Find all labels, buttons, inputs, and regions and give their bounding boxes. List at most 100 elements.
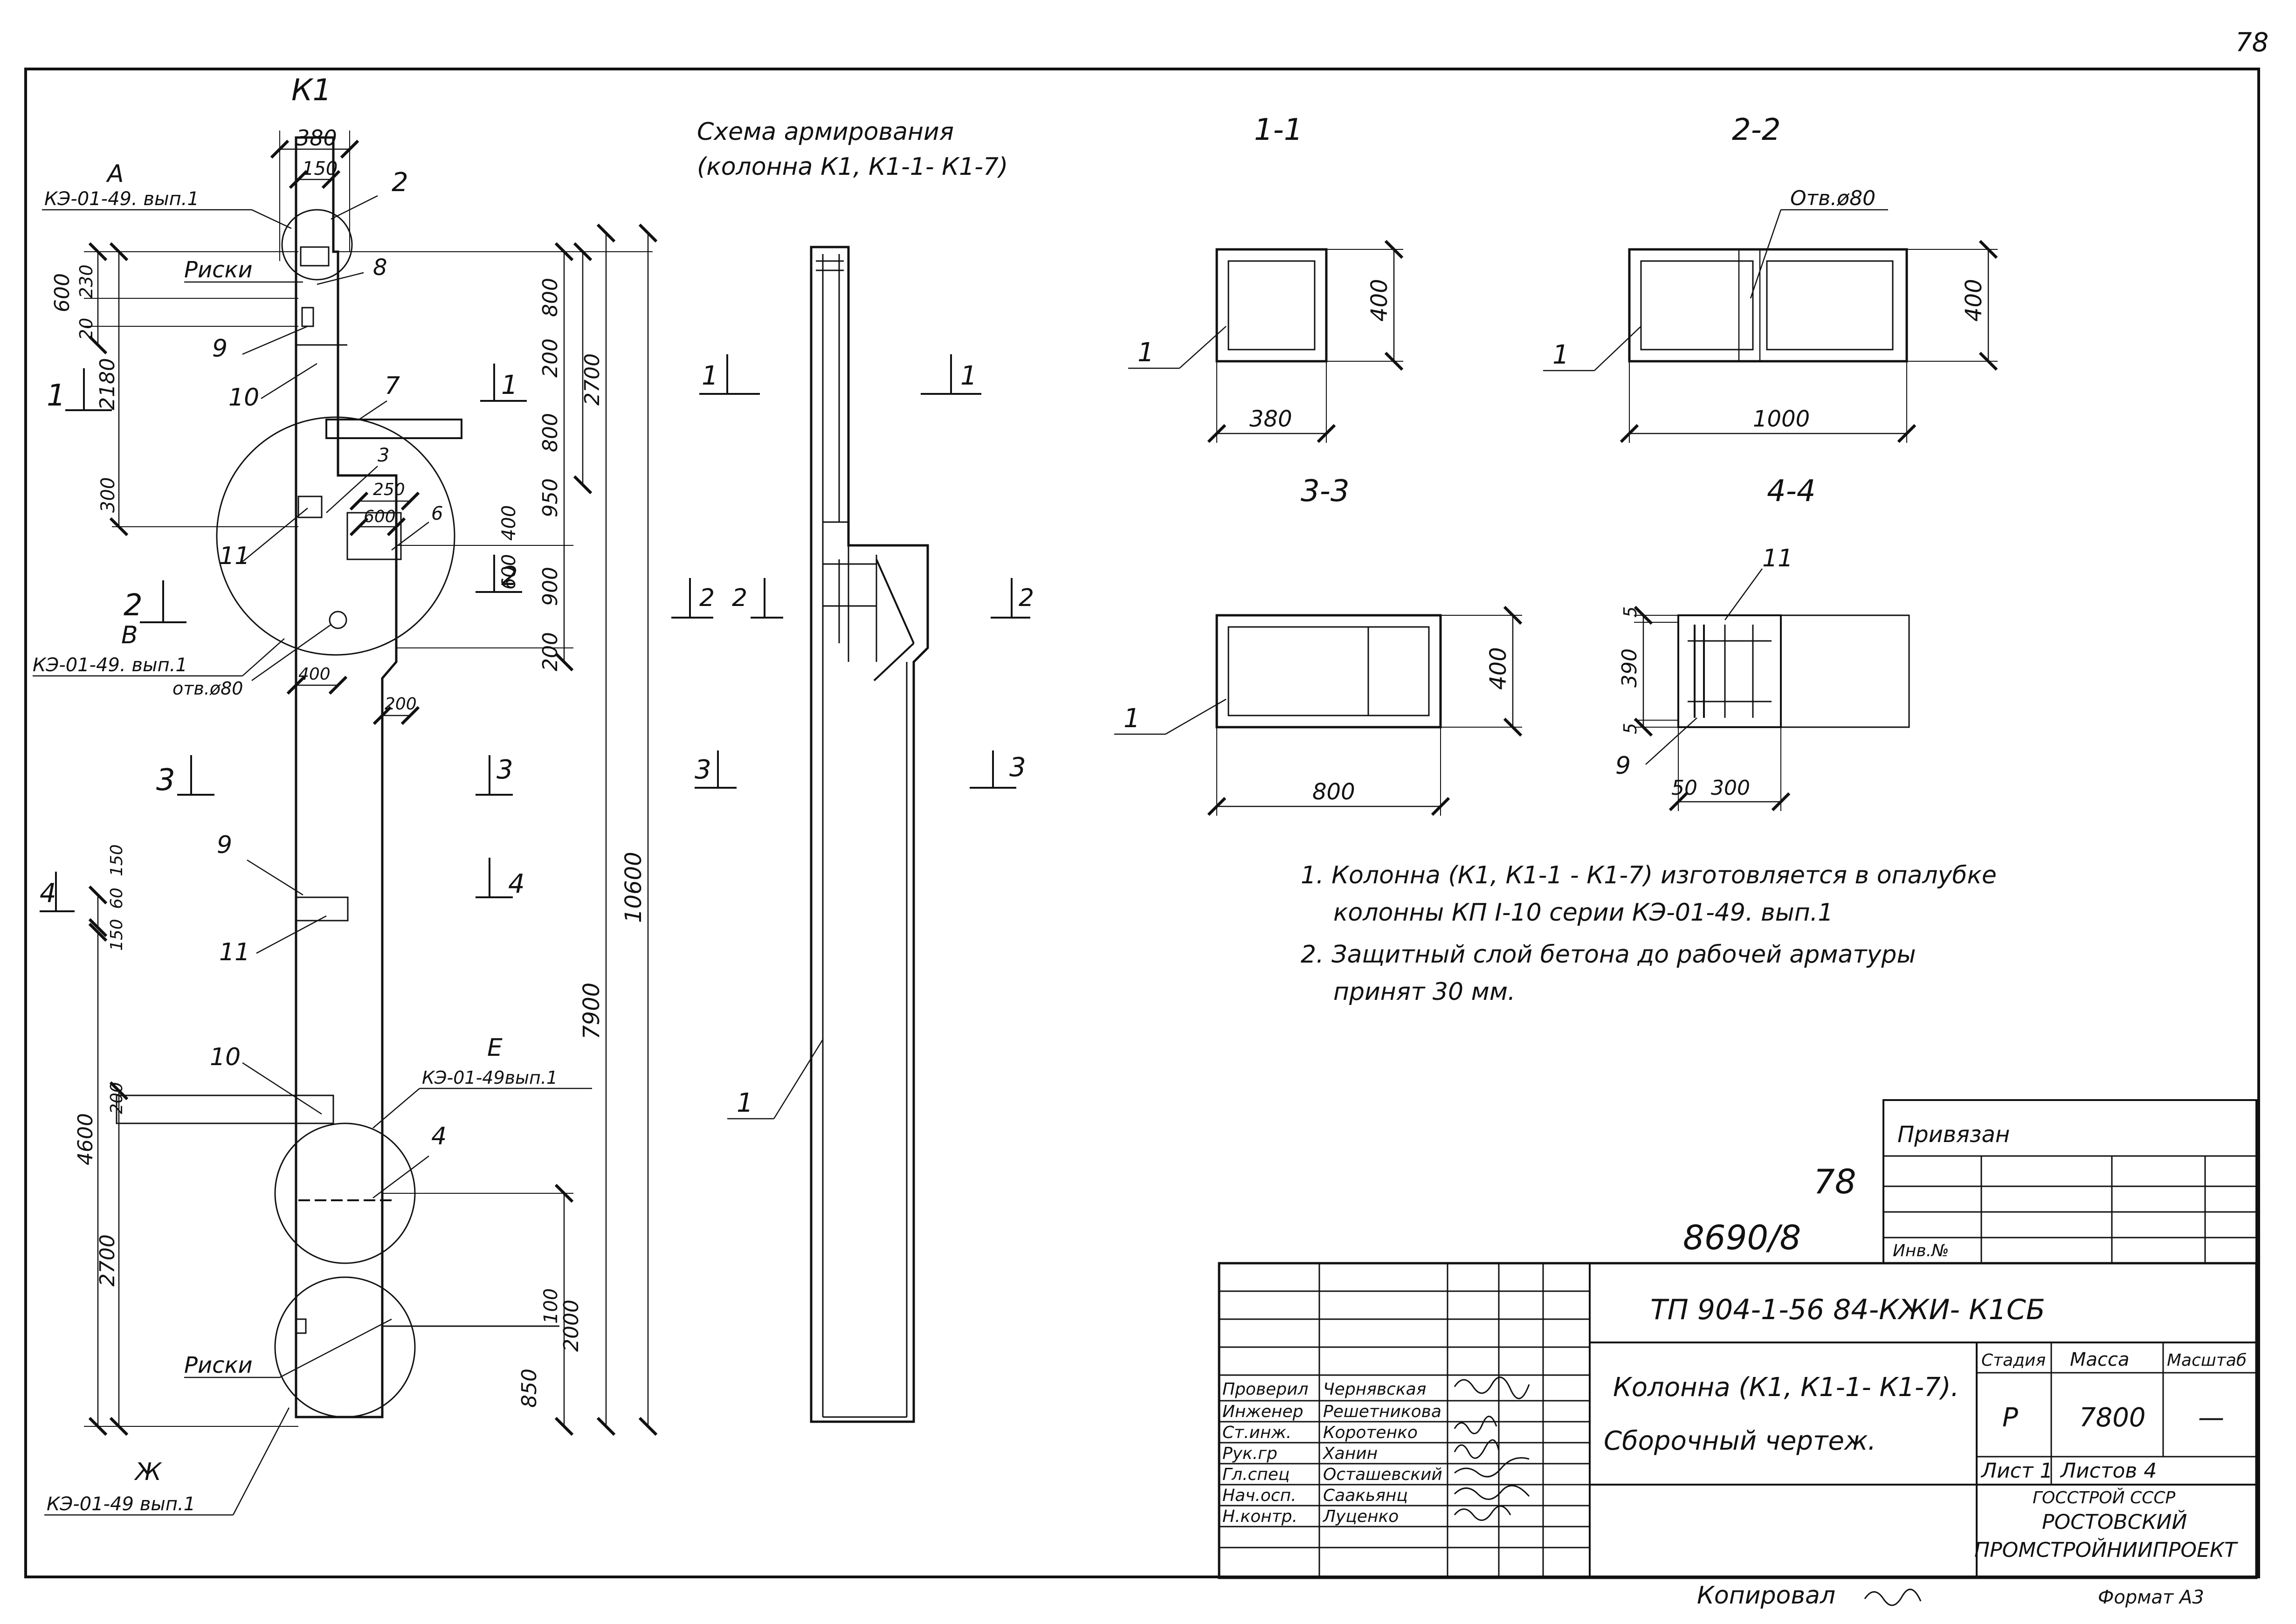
sheet-number: Лист 1	[1980, 1459, 2053, 1483]
linked-label: Привязан	[1897, 1122, 2010, 1148]
leader	[1179, 326, 1227, 369]
leader	[372, 1088, 420, 1129]
section-2-2-cage-left	[1640, 260, 1754, 351]
signature-name: Осташевский	[1323, 1465, 1442, 1484]
dim-inner: 200	[385, 695, 417, 714]
org-line-1: ГОССТРОЙ СССР	[2033, 1488, 2175, 1507]
section-1-1-cage	[1227, 260, 1316, 351]
k1-hole	[329, 611, 347, 629]
k1-embed-2	[300, 246, 330, 267]
k1-tick-mark	[296, 1318, 307, 1334]
leader	[251, 209, 292, 229]
dim-left: 600	[50, 273, 74, 312]
section-4-4: 4-4 5 390 5 50 300 11 9	[1615, 474, 1910, 812]
signature-name: Ханин	[1322, 1444, 1378, 1463]
dim-right: 950	[538, 478, 562, 517]
scheme-section-mark: 1	[702, 361, 718, 391]
callout: 10	[210, 1043, 241, 1071]
ticks-label: Риски	[184, 257, 253, 283]
dim-left: 2700	[96, 1234, 119, 1287]
signature-role: Гл.спец	[1222, 1465, 1290, 1484]
copied-signature	[1864, 1589, 1922, 1606]
section-4-4-dim-h: 300	[1711, 776, 1750, 800]
section-mark: 4	[508, 869, 525, 899]
callout: 11	[219, 542, 250, 570]
dim-right: 2000	[559, 1300, 583, 1352]
section-2-2-callout: 1	[1552, 340, 1569, 370]
mass-value: 7800	[2079, 1403, 2146, 1433]
handwritten-number: 78	[1813, 1162, 1856, 1201]
dim-right: 800	[538, 278, 562, 317]
dim-right: 200	[538, 338, 562, 378]
ticks-label-2: Риски	[184, 1352, 253, 1378]
dim-right: 200	[538, 632, 562, 671]
k1-embed-8	[301, 307, 314, 327]
dim-right: 2700	[580, 353, 604, 406]
leader	[1645, 717, 1697, 765]
k1-section-marks: 1 1 2 2 3 3 4 4	[40, 364, 527, 912]
node-a-letter: А	[106, 160, 124, 188]
scheme-title-2: (колонна К1, К1-1- К1-7)	[697, 153, 1008, 181]
dim-left: 60	[107, 888, 126, 909]
dim-left: 4600	[74, 1113, 97, 1165]
handwritten-code: 8690/8	[1683, 1218, 1801, 1257]
scheme-section-mark: 3	[695, 755, 711, 785]
section-mark-line	[695, 750, 737, 789]
drawing-title-1: Колонна (К1, К1-1- К1-7).	[1613, 1372, 1959, 1403]
section-2-2-height: 400	[1961, 279, 1987, 322]
node-e-ref: КЭ-01-49вып.1	[422, 1067, 558, 1088]
scheme-column-outline	[810, 246, 929, 1423]
scheme-section-mark: 3	[1009, 752, 1026, 783]
leader	[279, 1318, 392, 1378]
dim-top-150: 150	[302, 158, 338, 179]
handwritten-signatures	[1454, 1376, 1530, 1521]
dim-left: 300	[97, 477, 119, 513]
callout: 9	[217, 831, 232, 859]
section-4-4-outline	[1677, 614, 1910, 728]
node-zh-letter: Ж	[134, 1458, 162, 1486]
node-b-circle	[216, 416, 455, 656]
callout: 2	[392, 167, 408, 198]
sheet-frame	[24, 68, 2260, 1578]
dim-left: 200	[107, 1082, 126, 1114]
leader	[1594, 326, 1641, 371]
signature-role: Проверил	[1222, 1380, 1309, 1399]
dim-right: 800	[538, 413, 562, 452]
section-mark-line	[699, 354, 760, 395]
section-2-2-hole: Отв.ø80	[1790, 186, 1875, 210]
k1-embed-7	[325, 419, 462, 439]
org-line-3: ПРОМСТРОЙНИИПРОЕКТ	[1974, 1537, 2238, 1562]
node-zh-ref: КЭ-01-49 вып.1	[47, 1493, 195, 1515]
section-mark-line	[671, 578, 713, 619]
org-line-2: РОСТОВСКИЙ	[2042, 1509, 2187, 1534]
callout: 10	[228, 384, 259, 412]
scale-label: Масштаб	[2167, 1351, 2247, 1370]
k1-embed-10b	[116, 1094, 334, 1124]
leader	[1724, 568, 1763, 620]
section-3-3: 3-3 800 400 1	[1114, 474, 1523, 816]
section-1-1-title: 1-1	[1254, 113, 1303, 147]
inventory-label: Инв.№	[1893, 1241, 1949, 1260]
dim-inner: 400	[298, 665, 331, 684]
scheme-section-mark: 1	[960, 361, 977, 391]
node-a-ref: КЭ-01-49. вып.1	[44, 188, 199, 210]
dim-top-380: 380	[296, 125, 337, 151]
section-4-4-plate-zone	[1677, 614, 1782, 728]
k1-callouts: 2 8 9 10 7 3 6 11 9 11 10 4	[210, 167, 447, 1198]
section-4-4-dim-v: 5	[1620, 606, 1641, 618]
section-mark: 1	[501, 370, 518, 400]
title-block: 78 8690/8 Привязан Инв.№	[1218, 1099, 2258, 1579]
signature-name: Чернявская	[1323, 1380, 1426, 1399]
section-mark-line	[991, 578, 1030, 619]
scale-value: —	[2198, 1403, 2224, 1433]
k1-title: К1	[291, 73, 331, 108]
section-1-1-height: 400	[1366, 279, 1393, 322]
format-label: Формат А3	[2098, 1587, 2204, 1608]
section-3-3-height: 400	[1485, 647, 1511, 690]
dim-right: 900	[538, 567, 562, 606]
dim-left: 230	[76, 264, 97, 298]
node-e-letter: Е	[487, 1034, 503, 1062]
dim-left: 150	[107, 844, 126, 876]
section-3-3-title: 3-3	[1301, 474, 1350, 509]
